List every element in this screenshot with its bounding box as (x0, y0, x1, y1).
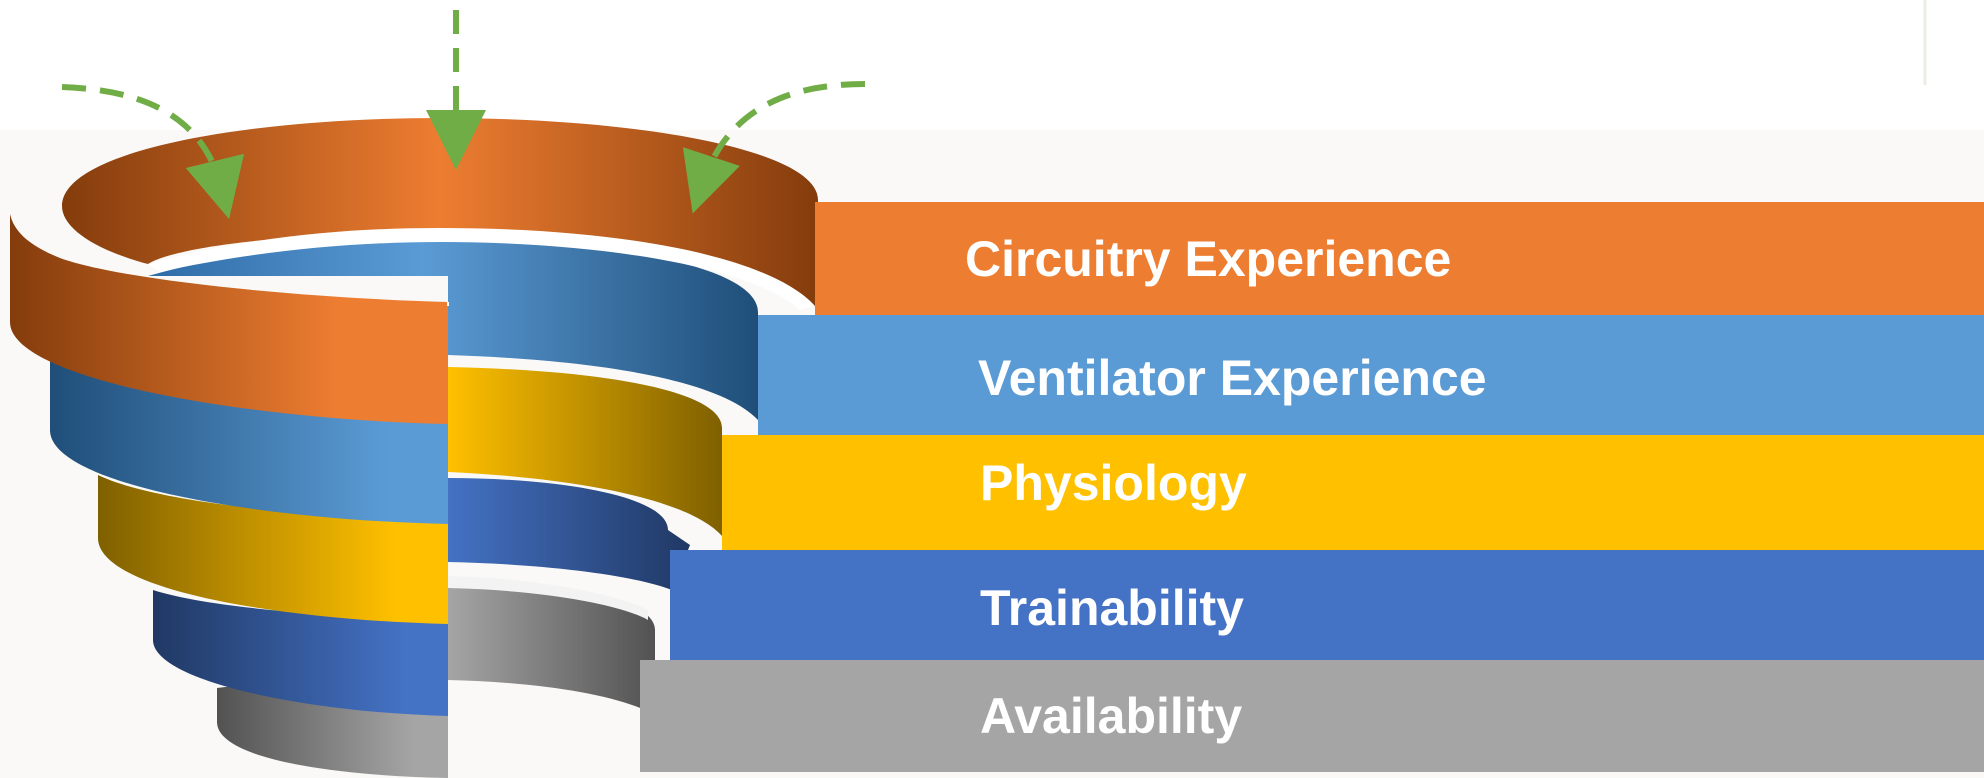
darkblue-ring-front (153, 590, 448, 716)
yellow-ring-front (98, 475, 448, 624)
blue-ring-back (148, 240, 758, 420)
label-circuitry-experience: Circuitry Experience (965, 231, 1451, 287)
gray-ring-top (448, 576, 648, 620)
band-circuitry-experience (815, 202, 1984, 315)
yellow-ring-back (448, 367, 722, 536)
blue-ring-front (50, 360, 448, 524)
orange-rim (62, 118, 818, 310)
rim-inner-gap (148, 228, 815, 310)
top-frame (128, 0, 1928, 130)
label-trainability: Trainability (980, 580, 1244, 636)
gray-ring-back (448, 580, 655, 715)
label-physiology: Physiology (980, 455, 1247, 511)
band-ventilator-experience (758, 315, 1984, 435)
band-availability (640, 660, 1984, 772)
band-trainability (670, 550, 1984, 660)
label-availability: Availability (980, 688, 1242, 744)
band-physiology (722, 435, 1984, 550)
label-ventilator-experience: Ventilator Experience (978, 350, 1487, 406)
orange-ring-front (10, 214, 448, 424)
darkblue-ring-back (448, 478, 690, 590)
